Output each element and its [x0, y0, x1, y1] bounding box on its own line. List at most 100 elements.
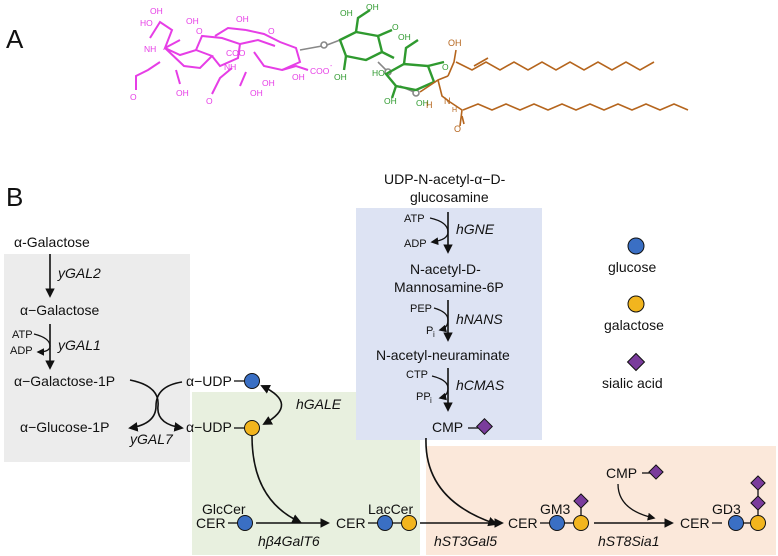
- galactose-label: α−Galactose: [20, 302, 100, 318]
- atom-label: O: [454, 124, 461, 134]
- galactose-1p-label: α−Galactose-1P: [14, 373, 115, 389]
- legend-galactose-symbol: [627, 295, 645, 313]
- hst3gal5-label: hST3Gal5: [434, 533, 497, 549]
- adp-label: ADP: [10, 345, 33, 357]
- hnans-pi-label: P: [426, 325, 433, 337]
- atom-label: H: [426, 100, 433, 110]
- atom-label: NH: [224, 62, 236, 72]
- ceramide-atom-labels: OH H N H O: [426, 38, 462, 134]
- atom-label: O: [442, 62, 449, 72]
- cmp-sialic-acid-symbol: [476, 418, 493, 435]
- legend-sialic-acid-label: sialic acid: [602, 375, 663, 391]
- atom-label: OH: [292, 72, 305, 82]
- atom-label: O: [196, 26, 203, 36]
- atom-label: NH: [144, 44, 156, 54]
- hgne-label: hGNE: [456, 221, 495, 237]
- legend-glucose-symbol: [627, 237, 645, 255]
- atom-label: HO: [372, 68, 385, 78]
- laccer-galactose-symbol: [401, 515, 417, 531]
- gd3-glucose-symbol: [728, 515, 744, 531]
- udp-galactose-label: α−UDP: [186, 419, 232, 435]
- hgale-arrow: [260, 384, 283, 425]
- cmp-donor-sialic-acid-symbol: [648, 464, 664, 480]
- cmp-donor-label: CMP: [606, 465, 637, 481]
- cmp-sialic-label: CMP: [432, 419, 463, 435]
- ceramide-structure: [419, 49, 689, 127]
- hexose-atom-labels: OH OH O OH OH HO O OH OH: [334, 2, 449, 108]
- atom-label: OH: [448, 38, 462, 48]
- panel-label-b: B: [6, 182, 23, 212]
- ygal7-label: yGAL7: [129, 431, 174, 447]
- udp-gal-to-laccer-arrow: [251, 435, 302, 524]
- gm3-sialic-acid-symbol: [573, 493, 589, 509]
- laccer-cer-label: CER: [336, 515, 366, 531]
- hcmas-label: hCMAS: [456, 377, 505, 393]
- gd3-galactose-symbol: [750, 515, 766, 531]
- atom-label: OH: [236, 14, 249, 24]
- atom-label: O: [206, 96, 213, 106]
- hgne-atp-label: ATP: [404, 213, 425, 225]
- atp-label: ATP: [12, 329, 33, 341]
- sialyltransferase-box: [426, 446, 776, 555]
- neu5ac-label: N-acetyl-neuraminate: [376, 347, 510, 363]
- ygal2-label: yGAL2: [57, 265, 101, 281]
- ygal7-arrow-to-glc1p: [128, 381, 183, 432]
- hcmas-ppi-label: PP: [416, 391, 431, 403]
- atom-label: O: [268, 26, 275, 36]
- neu5ac-atom-labels: OH HO OH NH O OH O OH COO NH O OH O OH O…: [130, 6, 333, 106]
- atom-label: OH: [150, 6, 163, 16]
- laccer-label: LacCer: [368, 501, 413, 517]
- galactose-glucose-structure: [338, 9, 445, 99]
- panel-label-a: A: [6, 24, 24, 54]
- hb4galt6-label: hβ4GalT6: [258, 533, 320, 549]
- atp-adp-curve: [33, 333, 51, 356]
- hcmas-ctp-label: CTP: [406, 369, 428, 381]
- hcmas-ppi-subscript: i: [430, 396, 432, 405]
- atom-label: OH: [186, 16, 199, 26]
- udp-glucose-glucose-symbol: [244, 373, 260, 389]
- gd3-label: GD3: [712, 501, 741, 517]
- udp-glucose-label: α−UDP: [186, 373, 232, 389]
- gm3-cer-label: CER: [508, 515, 538, 531]
- atom-label: COO: [310, 66, 330, 76]
- atom-label: OH: [176, 88, 189, 98]
- atom-label: OH: [416, 98, 429, 108]
- gm3-galactose-symbol: [573, 515, 589, 531]
- legend-galactose-label: galactose: [604, 317, 664, 333]
- udp-galactose-galactose-symbol: [244, 420, 260, 436]
- atom-label: OH: [334, 72, 347, 82]
- atom-label: OH: [250, 88, 263, 98]
- glccer-label: GlcCer: [202, 501, 246, 517]
- hgne-adp-label: ADP: [404, 238, 427, 250]
- laccer-glucose-symbol: [377, 515, 393, 531]
- glccer-glucose-symbol: [237, 515, 253, 531]
- gd3-sialic-acid-symbol-1: [750, 495, 766, 511]
- galactose-input-label: α-Galactose: [14, 234, 90, 250]
- legend-glucose-label: glucose: [608, 259, 656, 275]
- gd3-sialic-acid-symbol-2: [750, 475, 766, 491]
- glucose-1p-label: α−Glucose-1P: [20, 419, 109, 435]
- neu5ac-dimer-structure: [135, 20, 309, 95]
- glccer-cer-label: CER: [196, 515, 226, 531]
- gm3-label: GM3: [540, 501, 571, 517]
- hnans-pi-subscript: i: [433, 330, 435, 339]
- gm3-glucose-symbol: [549, 515, 565, 531]
- atom-label: HO: [140, 18, 153, 28]
- atom-label: -: [330, 63, 333, 70]
- manac6p-label-line1: N-acetyl-D-: [410, 261, 481, 277]
- hgale-label: hGALE: [296, 396, 342, 412]
- cmp-donor-arrow: [617, 483, 656, 521]
- atom-label: COO: [226, 48, 246, 58]
- atom-label: OH: [366, 2, 379, 12]
- atom-label: OH: [262, 78, 275, 88]
- hnans-label: hNANS: [456, 311, 503, 327]
- sialic-acid-pathway-box: [356, 208, 542, 440]
- udp-glcnac-label-line2: glucosamine: [410, 189, 489, 205]
- atom-label: O: [392, 22, 399, 32]
- ygal7-arrow-to-udp-gal: [129, 379, 184, 432]
- yeast-leloir-box: [4, 254, 190, 462]
- hnans-pep-label: PEP: [410, 303, 432, 315]
- gd3-cer-label: CER: [680, 515, 710, 531]
- atom-label: N: [444, 96, 451, 106]
